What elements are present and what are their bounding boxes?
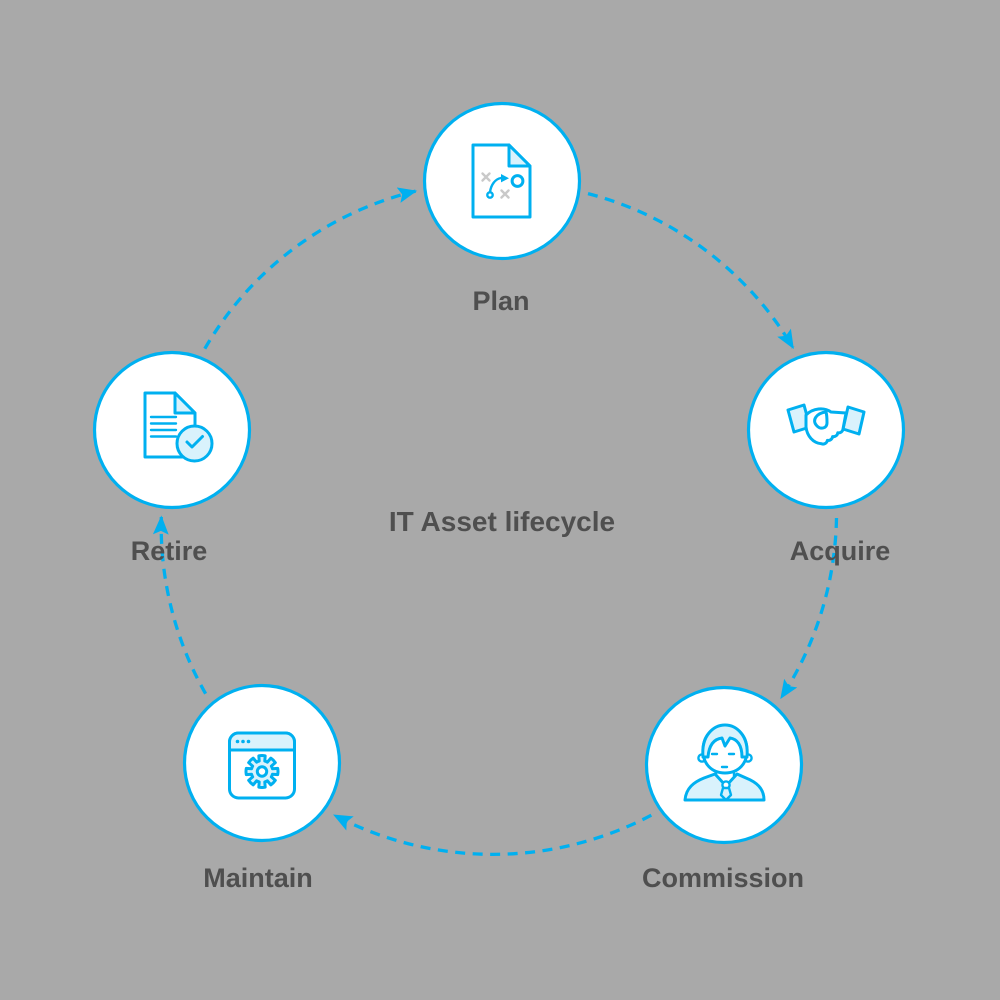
node-retire: Retire <box>92 350 252 566</box>
node-plan: Plan <box>422 101 582 316</box>
strategy-document-icon <box>471 143 532 219</box>
cycle-edges <box>152 187 839 856</box>
label-plan: Plan <box>472 286 529 316</box>
window-dots-icon <box>235 739 251 744</box>
edge-commission-maintain <box>333 813 653 856</box>
edge-plan-acquire <box>587 192 795 350</box>
label-commission: Commission <box>642 863 804 893</box>
edge-retire-plan <box>203 187 418 350</box>
label-retire: Retire <box>131 536 208 566</box>
node-commission: Commission <box>642 685 804 893</box>
label-acquire: Acquire <box>790 536 891 566</box>
document-approved-icon <box>143 391 214 463</box>
edge-acquire-commission <box>779 517 839 700</box>
diagram-title: IT Asset lifecycle <box>389 506 615 537</box>
node-maintain: Maintain <box>182 683 342 893</box>
label-maintain: Maintain <box>203 863 313 893</box>
handshake-icon <box>786 403 866 446</box>
node-acquire: Acquire <box>746 350 906 566</box>
edge-maintain-retire <box>152 515 208 695</box>
businessman-icon <box>683 723 766 802</box>
browser-gear-icon <box>228 731 296 800</box>
